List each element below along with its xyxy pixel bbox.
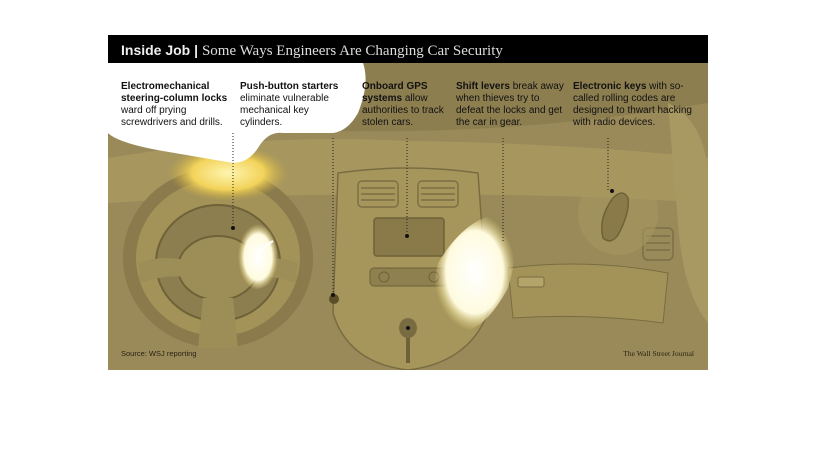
- leader-lines: [232, 133, 609, 295]
- publisher-credit: The Wall Street Journal: [623, 349, 694, 358]
- infographic-title: Inside Job | Some Ways Engineers Are Cha…: [121, 42, 503, 60]
- callout-gps-head: Onboard GPS systems: [362, 81, 428, 104]
- callout-shift-lever-head: Shift levers: [456, 81, 510, 92]
- callout-push-button: Push-button starters eliminate vulnerabl…: [240, 81, 348, 129]
- title-subtitle: Some Ways Engineers Are Changing Car Sec…: [201, 43, 503, 59]
- callout-electronic-keys: Electronic keys with so-called rolling c…: [573, 81, 697, 129]
- shift-lever-highlight: [433, 213, 516, 332]
- callout-shift-lever-body: break away when thieves try to defeat th…: [456, 81, 564, 128]
- car-interior-illustration: [108, 63, 708, 370]
- title-text: Inside Job: [121, 42, 191, 58]
- gauge-cluster-glow: [168, 145, 288, 201]
- leader-dots: [231, 189, 614, 330]
- callout-push-button-head: Push-button starters: [240, 81, 339, 92]
- callout-shift-lever: Shift levers break away when thieves try…: [456, 81, 564, 129]
- steering-column-highlight: [238, 224, 278, 291]
- center-vents: [357, 180, 459, 208]
- source-note: Source: WSJ reporting: [121, 349, 197, 358]
- climate-controls: [369, 267, 449, 287]
- title-bar: Inside Job | Some Ways Engineers Are Cha…: [108, 35, 708, 63]
- key-fob-icon: [578, 171, 658, 255]
- callout-gps-body: allow authorities to track stolen cars.: [362, 93, 444, 128]
- title-separator: |: [194, 42, 199, 58]
- callout-push-button-body: eliminate vulnerable mechanical key cyli…: [240, 93, 329, 128]
- key-slot: [257, 240, 274, 252]
- callout-backdrop: [108, 63, 366, 163]
- callout-electronic-keys-head: Electronic keys: [573, 81, 647, 92]
- glovebox: [507, 263, 669, 324]
- callout-electronic-keys-body: with so-called rolling codes are designe…: [573, 81, 692, 128]
- infographic: Inside Job | Some Ways Engineers Are Cha…: [108, 35, 708, 370]
- door-panel-right: [668, 103, 708, 323]
- glovebox-handle: [517, 276, 545, 288]
- callout-steering-lock-head: Electromechanical steering-column locks: [121, 81, 228, 104]
- callout-steering-lock: Electromechanical steering-column locks …: [121, 81, 236, 129]
- start-button-marker: [329, 294, 339, 304]
- callout-gps: Onboard GPS systems allow authorities to…: [362, 81, 452, 129]
- gps-screen: [373, 217, 445, 257]
- callout-steering-lock-body: ward off prying screwdrivers and drills.: [121, 105, 223, 128]
